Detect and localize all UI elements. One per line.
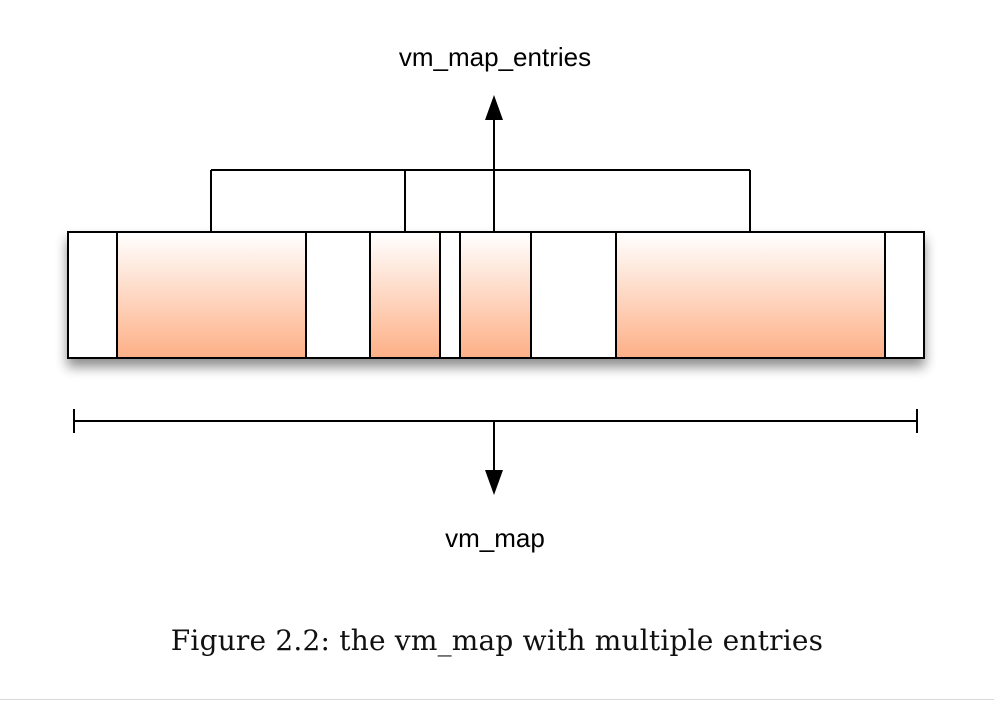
map-entry-segment <box>460 233 531 357</box>
up-arrow <box>485 95 503 232</box>
memory-map-segments <box>67 231 925 359</box>
down-arrow <box>485 421 503 495</box>
map-entry-segment <box>370 233 440 357</box>
vm-map-label: vm_map <box>445 523 545 553</box>
entries-bracket <box>210 169 751 232</box>
map-extent-range <box>73 409 918 433</box>
vm-map-entries-label: vm_map_entries <box>399 42 591 72</box>
figure-caption: Figure 2.2: the vm_map with multiple ent… <box>170 624 824 657</box>
map-entry-segment <box>616 233 885 357</box>
page-divider <box>0 699 994 700</box>
map-entry-segment <box>117 233 306 357</box>
